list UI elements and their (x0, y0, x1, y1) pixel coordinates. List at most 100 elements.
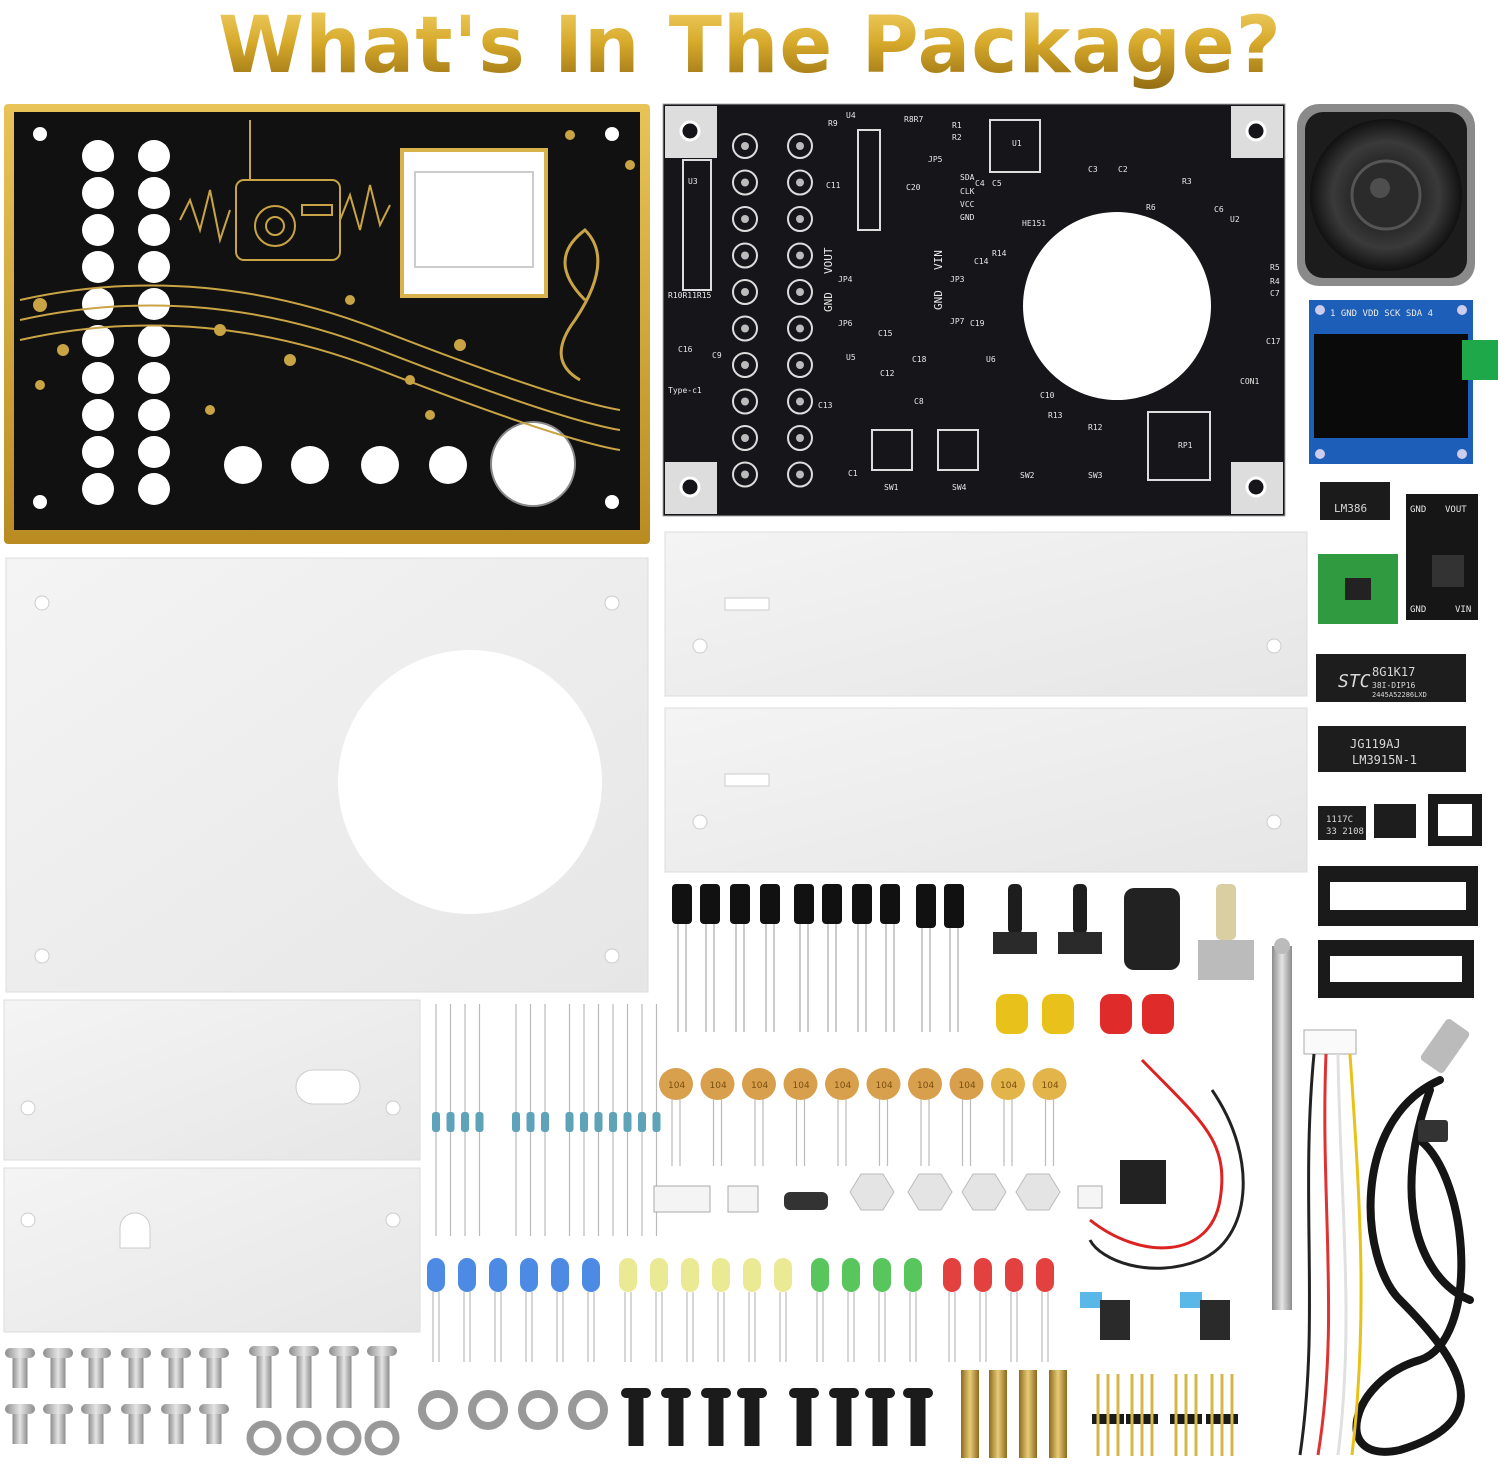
electrolytic-capacitor (760, 884, 780, 924)
pcb-label: JP4 (838, 275, 853, 284)
pcb-label: JP3 (950, 275, 965, 284)
resistor (652, 1112, 661, 1132)
led-hole (82, 251, 114, 283)
led (712, 1258, 730, 1292)
metal-screw (12, 1358, 28, 1388)
led (520, 1258, 538, 1292)
pcb-label: C2 (1118, 165, 1128, 174)
pcb-label: VCC (960, 200, 975, 209)
svg-text:GND: GND (1410, 605, 1426, 615)
wire-harness-colored (1298, 1029, 1363, 1456)
metal-hex-nut (364, 1420, 400, 1456)
radio-artwork (19, 120, 621, 451)
hex-standoff-nut (1015, 1173, 1061, 1211)
pcb-label: U2 (1230, 215, 1240, 224)
resistor (432, 1112, 440, 1132)
metal-screw (88, 1358, 104, 1388)
speaker (1297, 104, 1475, 286)
led-hole (138, 177, 170, 209)
music-notes-artwork (33, 130, 635, 420)
electrolytic-capacitor (794, 884, 814, 924)
pcb-label: R12 (1088, 423, 1103, 432)
ceramic-capacitor (949, 1068, 984, 1100)
brass-standoff (1049, 1370, 1067, 1458)
led (943, 1258, 961, 1292)
pcb-pad-hole (741, 361, 749, 369)
pcb-pad (732, 352, 758, 378)
button-cap (1100, 994, 1132, 1034)
pcb-label: GND (822, 292, 835, 312)
metal-screw-head (81, 1348, 111, 1358)
button-cap (996, 994, 1028, 1034)
led (1005, 1258, 1023, 1292)
pcb-pad-hole (796, 142, 804, 150)
black-screw (744, 1398, 760, 1446)
ceramic-capacitor (783, 1068, 818, 1100)
metal-screw (128, 1414, 144, 1444)
pcb-pad-hole (796, 288, 804, 296)
pcb-label: U6 (986, 355, 996, 364)
svg-text:GND: GND (1410, 505, 1426, 515)
pcb-label: Type-c1 (668, 386, 702, 395)
resistor (609, 1112, 617, 1132)
black-screw-head (829, 1388, 859, 1398)
ceramic-capacitor (742, 1068, 776, 1100)
metal-screw-head (199, 1348, 229, 1358)
pcb-label: R9 (828, 119, 838, 128)
resistor (461, 1112, 469, 1132)
led-hole (138, 140, 170, 172)
pcb-pad-hole (741, 397, 749, 406)
electrolytic-capacitor (822, 884, 842, 924)
pcb-label: SW1 (884, 483, 899, 492)
pcb-label: U5 (846, 353, 856, 362)
svg-text:VOUT: VOUT (1445, 505, 1467, 515)
ceramic-capacitor-label: 104 (1000, 1081, 1017, 1091)
pcb-label: SW3 (1088, 471, 1103, 480)
hex-standoff-nut (849, 1173, 895, 1211)
pcb-label: C13 (818, 401, 833, 410)
ceramic-capacitor-label: 104 (793, 1081, 810, 1091)
led (650, 1258, 668, 1292)
black-screw (668, 1398, 684, 1446)
long-metal-screw-head (249, 1346, 279, 1356)
svg-text:33 2108: 33 2108 (1326, 827, 1364, 837)
pcb-label: C14 (974, 257, 989, 266)
electrolytic-capacitor (672, 884, 692, 924)
pcb-pad-hole (796, 251, 804, 260)
led (619, 1258, 637, 1292)
resistor (541, 1112, 549, 1132)
pcb-label: R14 (992, 249, 1007, 258)
self-locking-switch (1200, 1300, 1230, 1340)
hex-standoff-nut (961, 1173, 1007, 1211)
metal-hex-nut (326, 1420, 362, 1456)
oled-pin-labels: 1 GND VDD SCK SDA 4 (1330, 309, 1433, 319)
pcb-label: R8R7 (904, 115, 923, 124)
black-screw-head (903, 1388, 933, 1398)
pcb-label: C5 (992, 179, 1002, 188)
led-hole (82, 325, 114, 357)
resistor (580, 1112, 588, 1132)
rotary-encoder-shaft (1216, 884, 1236, 940)
jst-connector (653, 1185, 711, 1213)
pcb-pad-hole (741, 215, 749, 223)
pcb-label: C18 (912, 355, 927, 364)
pcb-pad-hole (741, 251, 749, 260)
led-pads (732, 133, 813, 488)
volume-knob (1124, 888, 1180, 970)
acrylic-back-panel (5, 557, 649, 993)
black-screw-head (701, 1388, 731, 1398)
led-hole (82, 214, 114, 246)
self-locking-switch-button (1080, 1292, 1102, 1308)
page-title: What's In The Package? (0, 0, 1500, 96)
pcb-label: HE151 (1022, 219, 1046, 228)
led (743, 1258, 761, 1292)
pcb-label: JP5 (928, 155, 943, 164)
pcb-label: R13 (1048, 411, 1063, 420)
ceramic-capacitor-label: 104 (668, 1081, 685, 1091)
pcb-label: C3 (1088, 165, 1098, 174)
long-metal-screw (296, 1356, 312, 1408)
pcb-label: C6 (1214, 205, 1224, 214)
resistor (526, 1112, 535, 1132)
